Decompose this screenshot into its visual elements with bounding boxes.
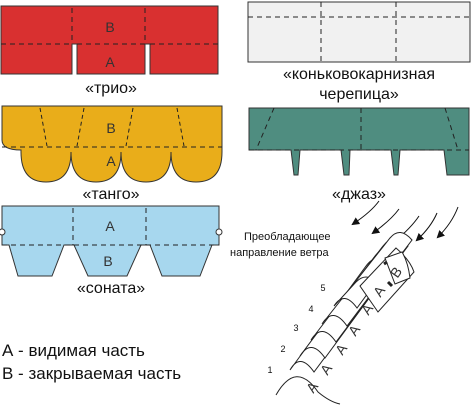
legend-covered-part: В - закрываемая часть (2, 364, 182, 383)
roof-tile-a-4: A (345, 321, 364, 338)
tango-label-a: A (106, 153, 116, 169)
roof-tile-a-2: A (317, 360, 336, 377)
ridge-caption-line1: «коньковокарнизная (282, 66, 436, 83)
ridge-tile-b (384, 251, 411, 285)
roof-row-1: 1 (267, 365, 272, 375)
trio-shingle: B A (0, 5, 219, 75)
legend-visible-part: А - видимая часть (2, 341, 145, 360)
trio-body (0, 5, 219, 75)
sonata-shingle: A B (0, 205, 223, 277)
roof-row-4: 4 (308, 304, 313, 314)
tango-caption: «танго» (82, 186, 140, 203)
wind-label-line1: Преобладающее (244, 231, 331, 243)
roof-tile-a-3: A (332, 340, 351, 357)
sonata-label-a: A (105, 218, 115, 234)
roof-row-5: 5 (320, 283, 325, 293)
sonata-caption: «соната» (76, 280, 146, 297)
trio-caption: «трио» (85, 80, 137, 97)
jazz-caption: «джаз» (332, 186, 386, 203)
roof-row-2: 2 (280, 344, 285, 354)
trio-label-b: B (105, 19, 114, 35)
sonata-body (1, 205, 220, 277)
ridge-body (247, 1, 471, 63)
roof-illustration (275, 232, 415, 405)
trio-label-a: A (105, 54, 115, 70)
tango-label-b: B (106, 120, 115, 136)
wind-label-line2: направление ветра (230, 247, 330, 259)
tango-body (1, 105, 223, 183)
tango-shingle: B A (1, 105, 223, 183)
roof-row-3: 3 (293, 323, 298, 333)
jazz-shingle (248, 107, 470, 176)
roof-base-line (275, 376, 341, 405)
sonata-label-b: B (103, 253, 112, 269)
jazz-body (248, 107, 470, 176)
ridge-eave-shingle (247, 1, 471, 63)
ridge-caption-line2: черепица» (319, 86, 399, 103)
